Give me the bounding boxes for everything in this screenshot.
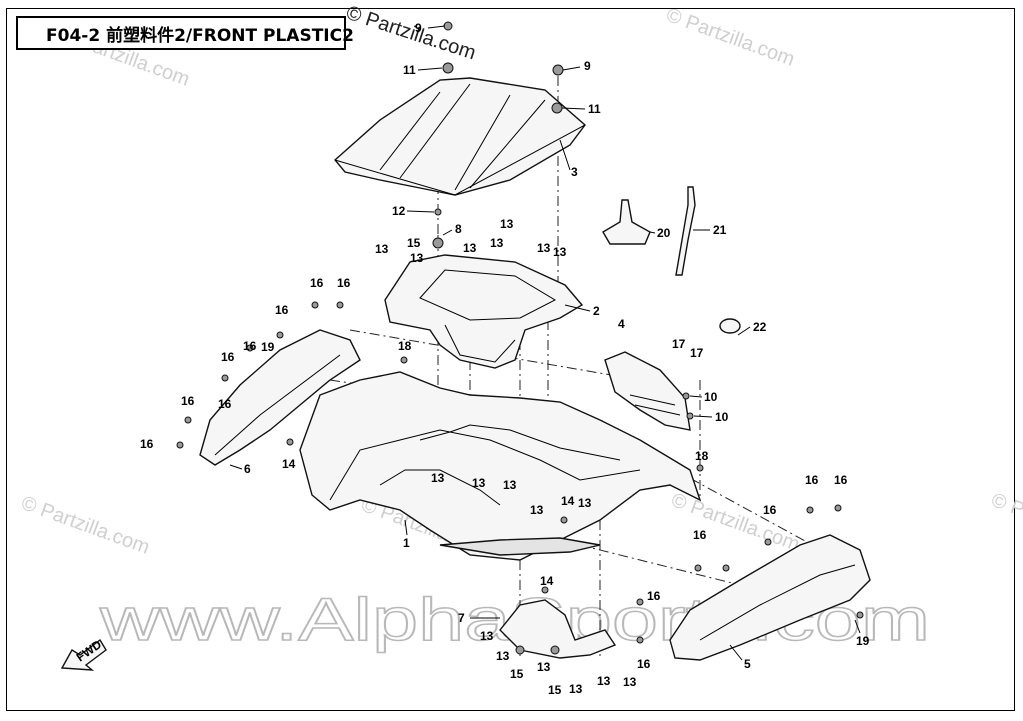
part-7-lower-bracket: [499, 599, 617, 659]
callout: 16: [834, 473, 848, 487]
callout: 13: [463, 241, 477, 255]
diagram-title-box: F04-2 前塑料件2/FRONT PLASTIC2: [16, 16, 354, 50]
callout: 9: [415, 21, 422, 35]
callout: 15: [548, 683, 562, 697]
callout: 14: [540, 574, 554, 588]
callout: 13: [431, 471, 445, 485]
callout: 19: [261, 340, 275, 354]
callout: 13: [537, 660, 551, 674]
callout: 2: [593, 304, 600, 318]
callout: 16: [805, 473, 819, 487]
callout: 1: [403, 536, 410, 550]
callout: 16: [763, 503, 777, 517]
part-3-top-cover: [334, 77, 586, 196]
callout: 12: [392, 204, 406, 218]
callout: 8: [455, 222, 462, 236]
callout: 14: [561, 494, 575, 508]
part-21-hose: [675, 186, 696, 276]
callout: 10: [715, 410, 729, 424]
part-4-right-guard: [604, 351, 691, 431]
callout: 17: [690, 346, 704, 360]
callout: 16: [221, 350, 235, 364]
callout: 13: [480, 629, 494, 643]
callout-labels: 9 11 9 11 3 12 8 15 13 13 13 13 13 13 2 …: [140, 21, 870, 697]
callout: 22: [753, 320, 767, 334]
accessory-parts: [602, 186, 741, 334]
callout: 5: [744, 657, 751, 671]
callout: 13: [375, 242, 389, 256]
callout: 18: [398, 339, 412, 353]
callout: 17: [672, 337, 686, 351]
callout: 16: [637, 657, 651, 671]
callout: 10: [704, 390, 718, 404]
part-1-front-fender-body: [299, 371, 702, 561]
watermark-partzilla: © Partzilla.com: [343, 2, 478, 65]
callout: 13: [597, 674, 611, 688]
fwd-arrow-icon: FWD: [60, 637, 107, 671]
callout: 6: [244, 462, 251, 476]
callout: 11: [588, 102, 601, 116]
callout: 16: [310, 276, 324, 290]
part-5-right-lower-panel: [669, 534, 871, 661]
callout: 13: [490, 236, 504, 250]
callout: 16: [243, 339, 257, 353]
callout: 16: [140, 437, 154, 451]
callout: 9: [584, 59, 591, 73]
callout: 13: [623, 675, 637, 689]
callout: 11: [403, 63, 416, 77]
callout: 13: [496, 649, 510, 663]
callout: 13: [553, 245, 567, 259]
callout: 16: [693, 528, 707, 542]
watermark-partzilla: © Partzilla.com: [18, 492, 152, 559]
callout: 4: [618, 317, 625, 331]
callout: 3: [571, 165, 578, 179]
part-20-funnel: [602, 199, 651, 245]
watermark-partzilla: © Partzilla.com: [668, 489, 802, 556]
part-22-cap: [719, 318, 741, 334]
callout: 16: [218, 397, 232, 411]
callout: 15: [407, 236, 421, 250]
callout: 13: [569, 682, 583, 696]
callout: 7: [458, 611, 465, 625]
callout: 20: [657, 226, 671, 240]
callout: 14: [282, 457, 296, 471]
fasteners: [176, 21, 864, 655]
part-6-left-side-panel: [199, 329, 361, 466]
callout: 13: [500, 217, 514, 231]
callout: 16: [181, 394, 195, 408]
diagram-title: F04-2 前塑料件2/FRONT PLASTIC2: [46, 25, 354, 46]
callout-leaders: [229, 25, 861, 661]
diagram-frame: [6, 8, 1015, 711]
callout: 16: [275, 303, 289, 317]
callout: 18: [695, 449, 709, 463]
callout: 16: [337, 276, 351, 290]
part-2-storage-tray: [384, 254, 584, 369]
callout: 13: [503, 478, 517, 492]
callout: 19: [856, 634, 870, 648]
callout: 13: [472, 476, 486, 490]
callout: 13: [537, 241, 551, 255]
callout: 21: [713, 223, 727, 237]
watermark-partzilla: © Partzilla.com: [663, 4, 797, 71]
callout: 13: [410, 251, 424, 265]
callout: 15: [510, 667, 524, 681]
callout: 13: [530, 503, 544, 517]
watermark-partzilla: © Partzilla.com: [988, 489, 1023, 556]
callout: 13: [578, 496, 592, 510]
callout: 16: [647, 589, 661, 603]
